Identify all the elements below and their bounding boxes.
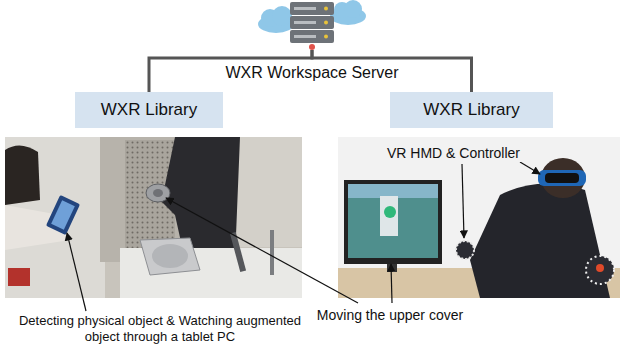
caption-label: Moving the upper cover [300, 307, 480, 324]
server-icon [252, 0, 372, 50]
caption-label: Detecting physical object & Watching aug… [4, 313, 316, 344]
leader-lines [67, 162, 540, 311]
caption-label: VR HMD & Controller [385, 145, 522, 162]
server-name: WXR Workspace Server [223, 64, 401, 82]
server-node: WXR Workspace Server [223, 0, 401, 82]
box-label: WXR Library [101, 100, 197, 120]
box-label: WXR Library [423, 100, 519, 120]
library-box: WXR Library [390, 92, 553, 128]
library-box: WXR Library [75, 92, 223, 128]
right-photo [338, 137, 620, 298]
left-photo [5, 137, 302, 298]
